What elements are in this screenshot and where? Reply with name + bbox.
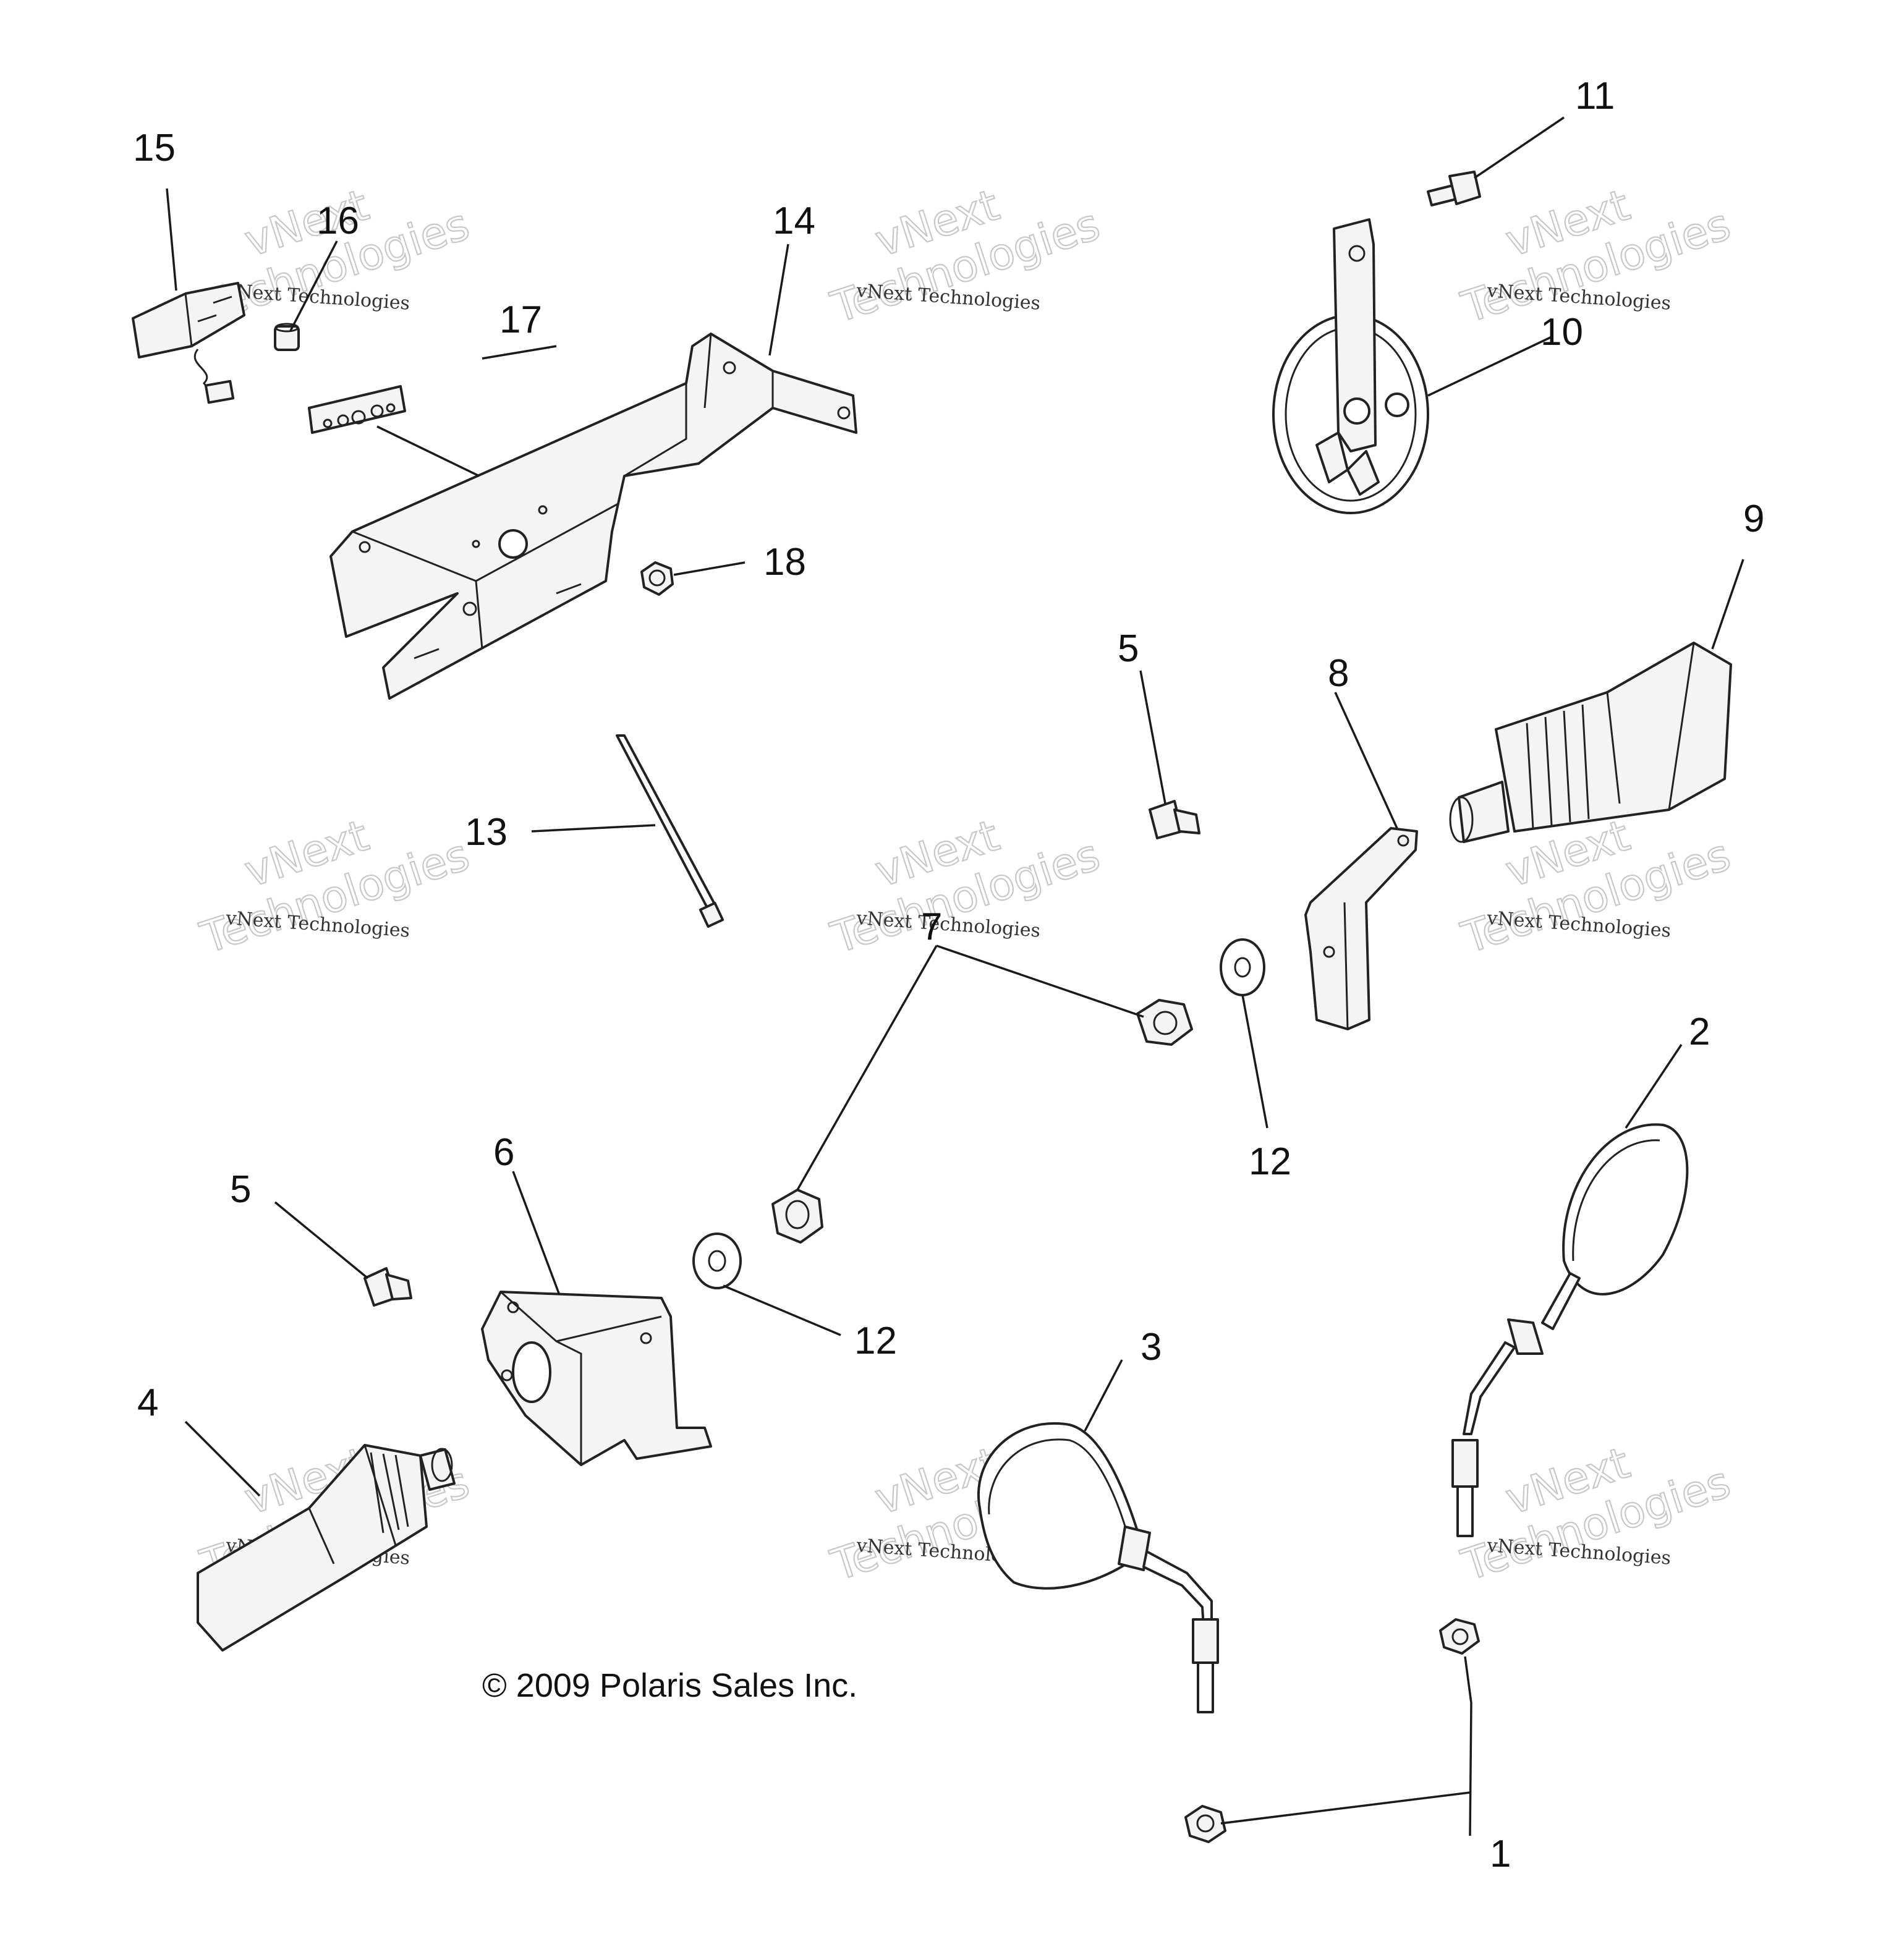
callout-9: 9	[1743, 498, 1764, 540]
part-13-cable-tie[interactable]	[616, 734, 724, 928]
callout-3: 3	[1141, 1326, 1162, 1368]
leader-5b	[274, 1201, 369, 1279]
leader-lines	[166, 116, 1744, 1836]
part-7-nut-lower[interactable]	[771, 1189, 823, 1244]
leader-7a	[936, 944, 1144, 1018]
part-8-bracket[interactable]	[1304, 827, 1418, 1030]
callout-16: 16	[316, 200, 359, 242]
leader-16	[289, 240, 338, 331]
leader-10	[1427, 336, 1552, 397]
leader-9	[1711, 559, 1744, 650]
callout-5-lower: 5	[230, 1168, 251, 1211]
part-18-nut[interactable]	[640, 561, 674, 596]
callout-7: 7	[921, 906, 942, 948]
callout-4: 4	[137, 1381, 158, 1424]
part-7-nut-upper[interactable]	[1136, 999, 1193, 1046]
callout-10: 10	[1540, 311, 1583, 354]
leader-5a	[1139, 670, 1166, 804]
leader-11	[1474, 116, 1565, 179]
copyright-notice: © 2009 Polaris Sales Inc.	[482, 1667, 857, 1704]
part-6-bracket[interactable]	[481, 1291, 712, 1466]
callout-5-upper: 5	[1118, 627, 1139, 670]
part-4-turn-signal[interactable]	[197, 1444, 456, 1652]
leader-2	[1625, 1044, 1683, 1129]
part-16-spacer[interactable]	[274, 323, 300, 351]
leader-17b	[376, 425, 480, 477]
callout-18: 18	[763, 541, 806, 583]
leader-1b	[1220, 1791, 1471, 1825]
callout-12-upper: 12	[1249, 1140, 1291, 1183]
part-2-mirror[interactable]	[1451, 1123, 1689, 1537]
leader-4	[184, 1420, 261, 1497]
leader-7b	[796, 945, 938, 1190]
leader-12b	[723, 1284, 841, 1336]
leader-3	[1084, 1359, 1123, 1432]
part-15-connector[interactable]	[132, 282, 245, 404]
callout-labels: 1 2 3 4 5 5 6 7 8 9 10 11 12 12 13 14 15…	[133, 75, 1764, 1875]
leader-12a	[1241, 995, 1268, 1129]
part-12-washer-upper[interactable]	[1220, 938, 1265, 996]
callout-8: 8	[1328, 652, 1349, 695]
part-5-screw-lower[interactable]	[363, 1267, 412, 1307]
part-11-bolt[interactable]	[1427, 171, 1481, 206]
callout-15: 15	[133, 127, 176, 169]
leader-13	[531, 824, 656, 833]
leader-14	[768, 244, 789, 356]
part-1-nut-upper[interactable]	[1439, 1618, 1480, 1655]
leader-18	[673, 561, 746, 576]
part-12-washer-lower[interactable]	[692, 1232, 742, 1289]
part-9-turn-signal[interactable]	[1449, 642, 1732, 843]
part-17-plate[interactable]	[308, 385, 406, 434]
part-1-nut-lower[interactable]	[1184, 1805, 1226, 1843]
leader-1	[1464, 1656, 1472, 1836]
callout-13: 13	[465, 811, 508, 854]
part-14-bracket[interactable]	[329, 333, 857, 700]
leader-6	[512, 1171, 561, 1296]
leader-17	[482, 345, 557, 360]
callout-12-lower: 12	[854, 1320, 897, 1362]
leader-15	[166, 188, 177, 291]
callout-6: 6	[493, 1131, 514, 1174]
callout-11: 11	[1575, 75, 1615, 117]
part-5-screw-upper[interactable]	[1149, 800, 1200, 839]
callout-14: 14	[773, 200, 815, 242]
callout-1: 1	[1490, 1833, 1511, 1875]
callout-17: 17	[499, 299, 542, 341]
leader-8	[1334, 692, 1398, 829]
part-10-horn[interactable]	[1272, 218, 1429, 514]
watermark-layer: vNext Technologies vNext Technologies vN…	[194, 179, 1737, 1592]
callout-2: 2	[1689, 1011, 1710, 1053]
part-3-mirror[interactable]	[977, 1422, 1219, 1713]
